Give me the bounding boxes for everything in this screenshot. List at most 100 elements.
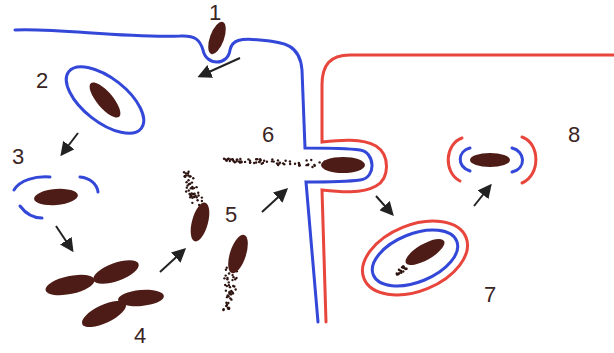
actin-dot (232, 292, 234, 294)
broken-double-vacuole (448, 138, 462, 181)
actin-dot (253, 162, 255, 164)
actin-dot (196, 199, 198, 201)
actin-dot (183, 175, 185, 177)
bacterium (402, 234, 448, 270)
actin-dot (225, 268, 227, 270)
callout-number: 3 (12, 146, 24, 168)
actin-dot (232, 276, 234, 278)
actin-dot (305, 159, 307, 161)
broken-vacuole (14, 177, 50, 190)
actin-dot (240, 161, 242, 163)
actin-dot (231, 158, 233, 160)
step-arrow (262, 190, 286, 212)
actin-dot (201, 200, 203, 202)
actin-dot (228, 272, 230, 274)
actin-dot (236, 158, 238, 160)
callout-number: 7 (484, 284, 496, 306)
actin-dot (276, 162, 278, 164)
actin-dot (227, 308, 229, 310)
actin-dot (396, 272, 398, 274)
actin-dot (402, 265, 404, 267)
bacterium (187, 201, 213, 244)
actin-dot (232, 159, 234, 161)
actin-dot (222, 308, 224, 310)
actin-dot (235, 277, 237, 279)
actin-dot (185, 181, 187, 183)
actin-dot (195, 186, 197, 188)
actin-dot (226, 277, 228, 279)
actin-dot (236, 158, 238, 160)
actin-dot (313, 164, 315, 166)
broken-double-vacuole (460, 148, 470, 171)
actin-dot (223, 277, 225, 279)
actin-dot (228, 307, 230, 309)
actin-dot (284, 159, 286, 161)
actin-dot (277, 159, 279, 161)
callout-number: 6 (262, 124, 274, 146)
step-arrow (56, 226, 72, 250)
bacterium (33, 187, 78, 207)
actin-dot (239, 158, 241, 160)
actin-dot (188, 189, 190, 191)
actin-dot (318, 161, 320, 163)
actin-dot (224, 158, 226, 160)
actin-dot (191, 202, 193, 204)
actin-dot (224, 274, 226, 276)
bacterium (470, 153, 510, 167)
bacterium (205, 20, 230, 57)
actin-dot (190, 187, 192, 189)
bacteria (33, 20, 510, 333)
step-arrows (56, 58, 490, 272)
actin-tails (183, 157, 408, 311)
callout-number: 8 (568, 124, 580, 146)
actin-dot (228, 308, 230, 310)
actin-dot (229, 160, 231, 162)
bacterium (44, 271, 97, 299)
actin-dot (192, 177, 194, 179)
broken-double-vacuole (512, 148, 523, 172)
actin-dot (228, 281, 230, 283)
step-arrow (62, 133, 78, 154)
actin-dot (298, 162, 300, 164)
actin-dot (283, 163, 285, 165)
actin-dot (307, 163, 309, 165)
step-arrow (200, 58, 240, 76)
actin-dot (231, 274, 233, 276)
actin-dot (197, 192, 199, 194)
actin-dot (289, 163, 291, 165)
actin-dot (222, 309, 224, 311)
actin-dot (186, 186, 188, 188)
bacterium (321, 157, 365, 173)
actin-dot (298, 163, 300, 165)
actin-dot (405, 267, 407, 269)
actin-dot (263, 160, 265, 162)
actin-dot (279, 161, 281, 163)
actin-dot (228, 292, 230, 294)
actin-dot (249, 162, 251, 164)
actin-dot (402, 266, 404, 268)
actin-dot (402, 270, 404, 272)
actin-dot (289, 160, 291, 162)
actin-dot (184, 175, 186, 177)
actin-dot (189, 175, 191, 177)
bacterium (90, 255, 141, 288)
double-vacuole-outer (352, 207, 479, 309)
actin-dot (233, 285, 235, 287)
actin-dot (229, 297, 231, 299)
actin-dot (187, 171, 189, 173)
actin-dot (240, 161, 242, 163)
callout-number: 5 (225, 204, 237, 226)
actin-dot (193, 192, 195, 194)
actin-dot (231, 279, 233, 281)
actin-dot (224, 284, 226, 286)
broken-vacuole (80, 177, 98, 192)
actin-dot (227, 295, 229, 297)
actin-dot (405, 268, 407, 270)
actin-dot (189, 175, 191, 177)
actin-dot (191, 181, 193, 183)
actin-dot (271, 160, 273, 162)
actin-dot (187, 179, 189, 181)
bacterium (78, 296, 129, 333)
